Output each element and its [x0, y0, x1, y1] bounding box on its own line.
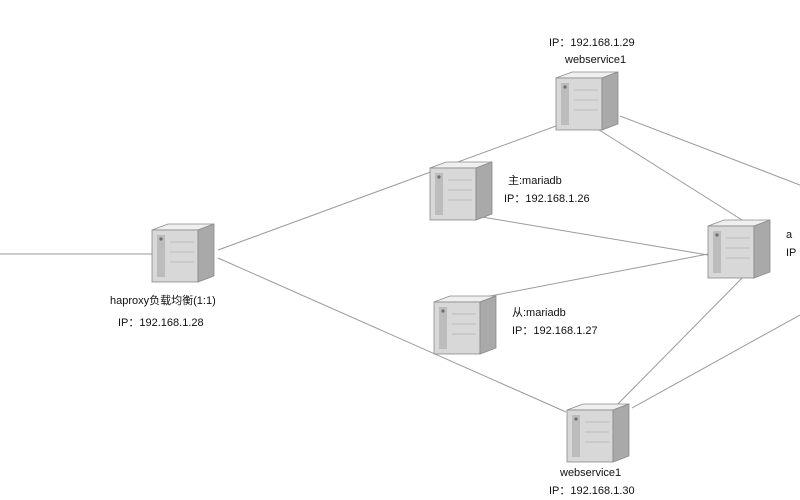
db-slave-ip-label: IP：192.168.1.27 — [512, 325, 598, 337]
right-node-name-label: a — [786, 229, 793, 241]
haproxy-server[interactable] — [150, 222, 216, 284]
server-icon — [433, 295, 497, 355]
server-icon — [707, 219, 771, 279]
db-master-ip-label: IP：192.168.1.26 — [504, 193, 590, 205]
server-icon — [151, 223, 215, 283]
link-haproxy-web-top — [217, 125, 557, 251]
web-top-server[interactable] — [554, 70, 620, 132]
server-icon — [429, 161, 493, 221]
haproxy-ip-label: IP：192.168.1.28 — [118, 317, 204, 329]
link-web-bottom-right-node — [611, 271, 749, 411]
web-top-name-label: webservice1 — [565, 54, 627, 66]
db-slave-server[interactable] — [432, 294, 498, 356]
db-slave-name-label: 从:mariadb — [512, 307, 566, 319]
server-icon — [555, 71, 619, 131]
right-node-ip-label: IP — [786, 247, 797, 259]
link-web-top-right-node — [595, 127, 751, 226]
web-bottom-server[interactable] — [565, 402, 631, 464]
db-master-server[interactable] — [428, 160, 494, 222]
link-web-bottom-offscreen — [631, 314, 800, 409]
link-db-slave-right-node — [479, 253, 709, 299]
link-haproxy-web-bottom — [217, 257, 567, 413]
link-db-master-right-node — [469, 214, 709, 256]
link-web-top-offscreen — [619, 115, 800, 186]
web-bottom-name-label: webservice1 — [560, 467, 622, 479]
haproxy-name-label: haproxy负载均衡(1:1) — [110, 295, 216, 307]
web-bottom-ip-label: IP：192.168.1.30 — [549, 485, 635, 497]
right-node-server[interactable] — [706, 218, 772, 280]
server-icon — [566, 403, 630, 463]
web-top-ip-label: IP：192.168.1.29 — [549, 37, 635, 49]
db-master-name-label: 主:mariadb — [508, 175, 562, 187]
